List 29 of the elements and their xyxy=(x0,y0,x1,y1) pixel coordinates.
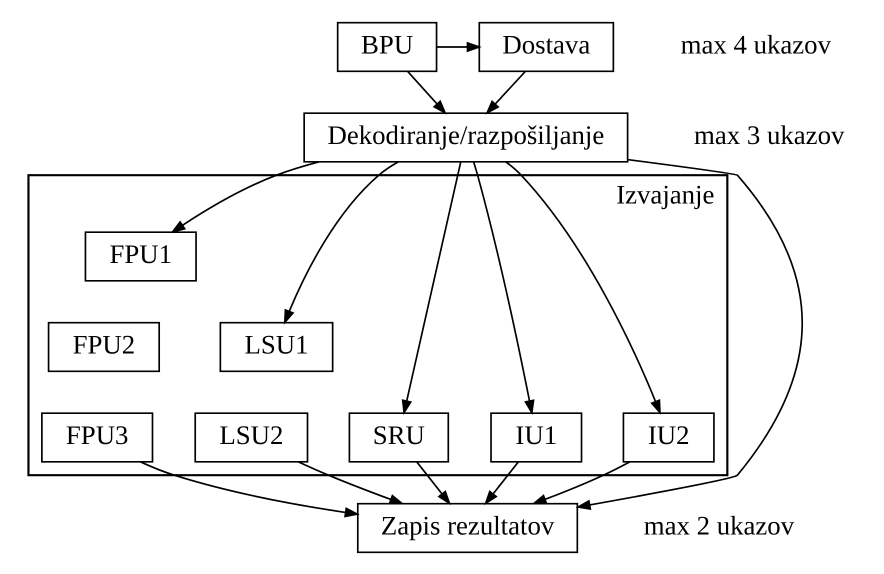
arrow xyxy=(140,460,360,518)
node-label: max 4 ukazov xyxy=(680,28,831,59)
arrow xyxy=(416,461,451,505)
arrow xyxy=(407,70,447,114)
arrow xyxy=(532,460,630,504)
arrow xyxy=(576,158,803,510)
arrow xyxy=(505,160,661,414)
arrow xyxy=(484,461,519,505)
node-box: LSU1 xyxy=(220,321,334,372)
arrow xyxy=(472,161,535,415)
arrow xyxy=(284,160,399,324)
node-box: Dostava xyxy=(478,21,614,72)
node-box: IU2 xyxy=(622,412,715,462)
node-box: BPU xyxy=(336,21,438,72)
node-box: FPU2 xyxy=(48,321,160,372)
node-box: SRU xyxy=(348,412,450,462)
node-label: max 2 ukazov xyxy=(644,510,794,540)
arrow xyxy=(298,460,404,504)
arrow xyxy=(485,70,526,114)
node-box: LSU2 xyxy=(194,412,308,462)
arrow xyxy=(402,161,462,415)
node-box: FPU1 xyxy=(84,230,197,282)
arrow xyxy=(436,41,482,52)
node-box: Dekodiranje/razpošiljanje xyxy=(303,112,628,162)
node-box: Zapis rezultatov xyxy=(356,502,578,553)
node-label: max 3 ukazov xyxy=(694,119,844,150)
node-box: IU1 xyxy=(490,412,582,462)
node-box: FPU3 xyxy=(41,412,154,462)
arrow xyxy=(170,160,320,233)
